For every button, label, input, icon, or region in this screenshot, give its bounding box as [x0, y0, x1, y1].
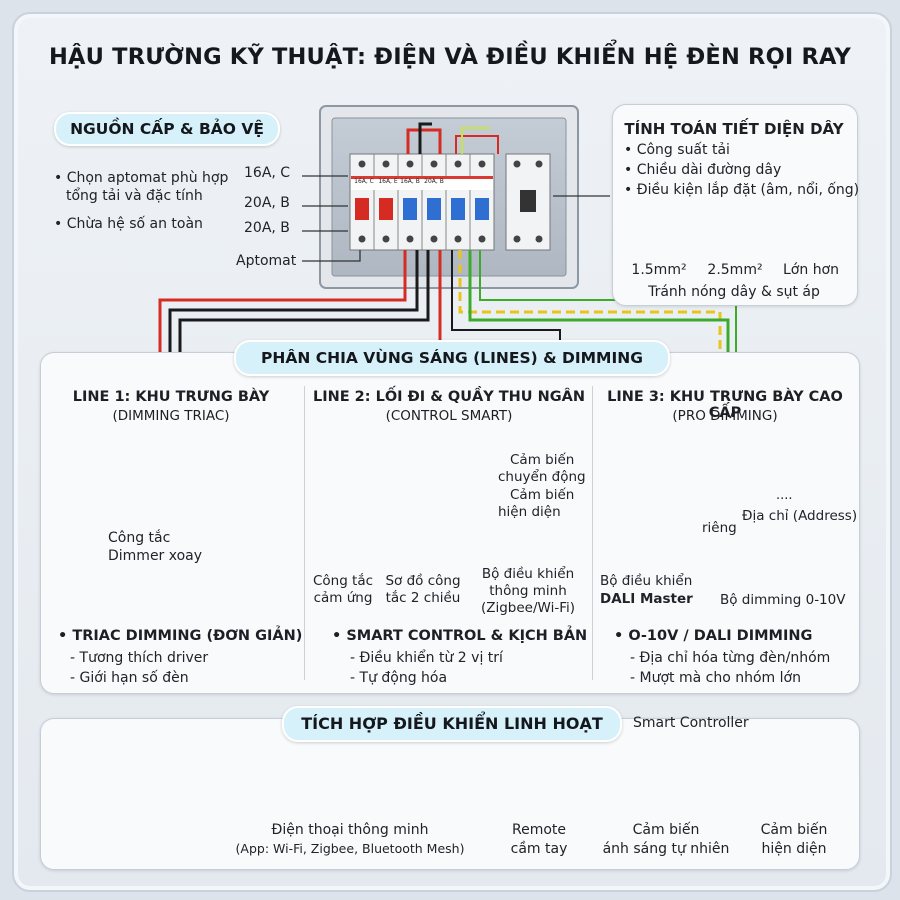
zones-heading: PHÂN CHIA VÙNG SÁNG (LINES) & DIMMING	[234, 340, 670, 376]
breaker-tag-1: 16A, C	[354, 178, 374, 185]
wire-heading: TÍNH TOÁN TIẾT DIỆN DÂY	[624, 120, 844, 138]
separate-label: riêng	[702, 520, 737, 536]
breaker-tag-2: 16A, E	[378, 178, 398, 185]
power-bullet-2: Chừa hệ số an toàn	[54, 216, 203, 234]
remote-label-2: cầm tay	[510, 841, 568, 857]
dimmer-label-1: Công tắc	[108, 530, 171, 546]
twoway-label-1: Sơ đồ công	[385, 573, 461, 589]
zone-divider-2	[592, 386, 593, 680]
presence-label-2: hiện diện	[498, 504, 561, 520]
controller-label-3: (Zigbee/Wi-Fi)	[480, 600, 576, 616]
line1-title: LINE 1: KHU TRƯNG BÀY	[72, 389, 270, 405]
controller-label-1: Bộ điều khiển	[481, 566, 575, 582]
wire-bullet-3: Điều kiện lắp đặt (âm, nổi, ống)	[624, 182, 859, 200]
phone-label: Điện thoại thông minh	[271, 822, 429, 838]
rating-label-3: 20A, B	[244, 220, 290, 236]
touch-label-1: Công tắc	[312, 573, 374, 589]
line2-point-1: Điều khiển từ 2 vị trí	[350, 650, 503, 668]
wire-size-3: Lớn hơn	[783, 262, 839, 278]
phone-sublabel: (App: Wi-Fi, Zigbee, Bluetooth Mesh)	[235, 841, 465, 856]
wire-size-2: 2.5mm²	[707, 262, 763, 278]
dimmer-010v-label: Bộ dimming 0-10V	[720, 592, 846, 608]
presence-sensor-label-2: hiện diện	[761, 841, 827, 857]
line2-subtitle: (CONTROL SMART)	[385, 408, 513, 424]
breaker-tag-3: 16A, B	[400, 178, 420, 185]
line1-point-1: Tương thích driver	[70, 650, 209, 668]
wire-bullet-2: Chiều dài đường dây	[624, 162, 782, 180]
line3-summary: • O-10V / DALI DIMMING	[614, 628, 813, 644]
line2-point-2: Tự động hóa	[350, 670, 448, 688]
line2-summary: • SMART CONTROL & KỊCH BẢN	[332, 628, 588, 644]
line3-subtitle: (PRO DIMMING)	[672, 408, 778, 424]
dali-label-1: Bộ điều khiển	[600, 573, 693, 589]
line3-point-1: Địa chỉ hóa từng đèn/nhóm	[630, 650, 831, 668]
presence-label-1: Cảm biến	[510, 487, 575, 503]
wire-bullet-1: Công suất tải	[624, 142, 730, 160]
wire-size-1: 1.5mm²	[631, 262, 687, 278]
rating-label-1: 16A, C	[244, 165, 291, 181]
remote-label-1: Remote	[511, 822, 567, 838]
line1-subtitle: (DIMMING TRIAC)	[112, 408, 230, 424]
smart-controller-label: Smart Controller	[633, 715, 749, 731]
zones-card	[40, 352, 860, 694]
zone-divider-1	[304, 386, 305, 680]
line3-point-2: Mượt mà cho nhóm lớn	[630, 670, 801, 688]
address-label: Địa chỉ (Address)	[742, 508, 858, 524]
breaker-label: Aptomat	[236, 253, 297, 269]
page-title: HẬU TRƯỜNG KỸ THUẬT: ĐIỆN VÀ ĐIỀU KHIỂN …	[49, 44, 851, 70]
dimmer-label-2: Dimmer xoay	[108, 548, 203, 564]
distribution-panel	[302, 105, 610, 289]
breaker-tag-4: 20A, B	[424, 178, 444, 185]
power-bullet-1-cont: tổng tải và đặc tính	[66, 188, 203, 204]
integration-heading: TÍCH HỢP ĐIỀU KHIỂN LINH HOẠT	[282, 706, 622, 742]
presence-sensor-label-1: Cảm biến	[760, 822, 828, 838]
twoway-label-2: tắc 2 chiều	[385, 590, 461, 606]
light-sensor-label-1: Cảm biến	[632, 822, 700, 838]
power-heading: NGUỒN CẤP & BẢO VỆ	[54, 112, 280, 146]
motion-label-2: chuyển động	[498, 469, 586, 485]
line1-summary: • TRIAC DIMMING (ĐƠN GIẢN)	[58, 628, 303, 644]
line1-point-2: Giới hạn số đèn	[70, 670, 189, 688]
line2-title: LINE 2: LỐI ĐI & QUẦY THU NGÂN	[312, 389, 586, 405]
rating-label-2: 20A, B	[244, 195, 290, 211]
light-sensor-label-2: ánh sáng tự nhiên	[602, 841, 730, 857]
touch-label-2: cảm ứng	[313, 590, 373, 606]
dali-label-2: DALI Master	[600, 591, 693, 607]
breaker-row	[349, 153, 551, 251]
wire-note: Tránh nóng dây & sụt áp	[648, 284, 820, 300]
address-dots: ....	[776, 488, 793, 503]
feeder-wires	[153, 250, 743, 378]
wire-card	[612, 104, 858, 306]
controller-label-2: thông minh	[489, 583, 567, 599]
power-bullet-1: Chọn aptomat phù hợp	[54, 170, 229, 188]
motion-label-1: Cảm biến	[510, 452, 575, 468]
line3-title: LINE 3: KHU TRƯNG BÀY CAO CẤP	[607, 389, 843, 421]
